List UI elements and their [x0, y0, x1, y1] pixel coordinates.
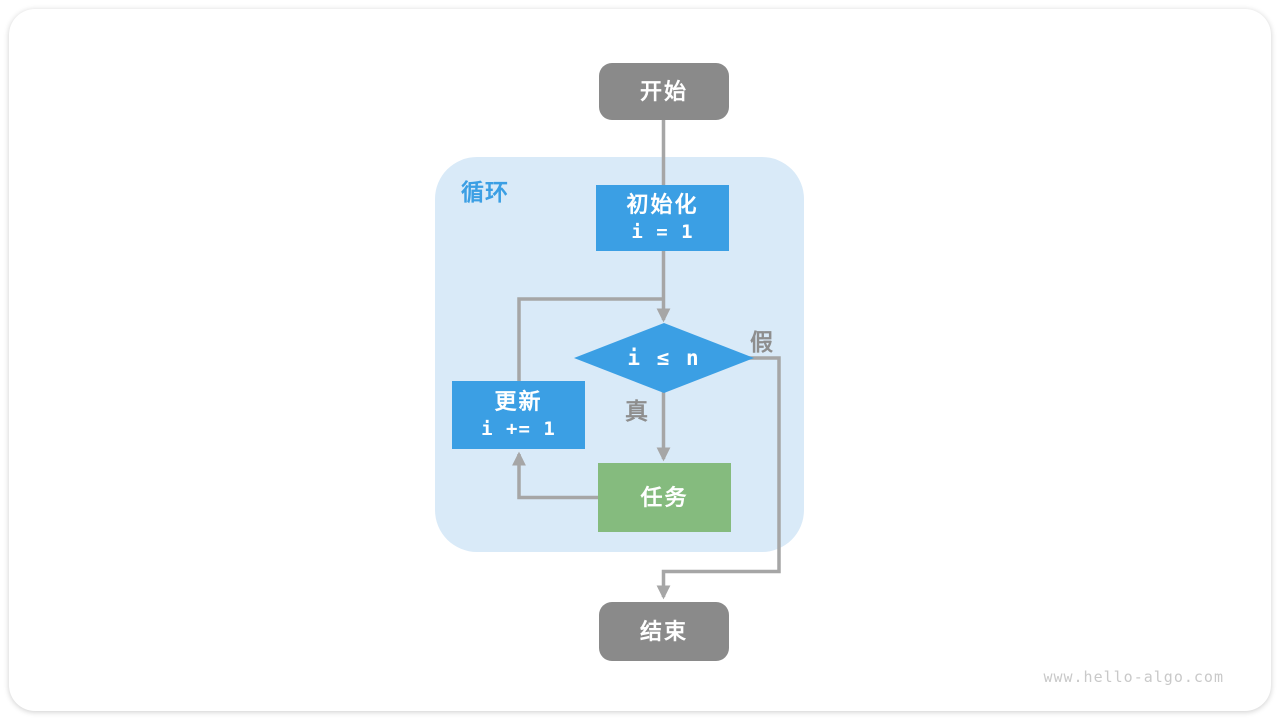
- update-node: 更新 i += 1: [452, 381, 585, 449]
- task-node: 任务: [598, 463, 731, 532]
- figure-card: 循环 开始 初始化 i = 1 i ≤ n 假 真: [9, 9, 1271, 711]
- update-title: 更新: [494, 389, 543, 415]
- end-node: 结束: [599, 602, 729, 661]
- edge-task-to-update: [512, 451, 599, 500]
- init-node: 初始化 i = 1: [596, 185, 729, 251]
- loop-label: 循环: [461, 179, 509, 205]
- condition-label: i ≤ n: [627, 346, 701, 370]
- init-title: 初始化: [626, 192, 699, 218]
- condition-diamond: [574, 323, 754, 393]
- connector-layer: [512, 119, 781, 600]
- init-code: i = 1: [631, 220, 694, 243]
- edge-update-return: [517, 297, 662, 382]
- end-label: 结束: [639, 618, 688, 644]
- start-label: 开始: [639, 78, 688, 104]
- branch-true-label: 真: [625, 398, 648, 424]
- task-label: 任务: [640, 484, 689, 510]
- start-node: 开始: [599, 63, 729, 120]
- branch-false-label: 假: [750, 329, 773, 355]
- edge-condition-false-to-end: [656, 356, 781, 600]
- update-code: i += 1: [481, 417, 556, 440]
- watermark: www.hello-algo.com: [1043, 668, 1224, 686]
